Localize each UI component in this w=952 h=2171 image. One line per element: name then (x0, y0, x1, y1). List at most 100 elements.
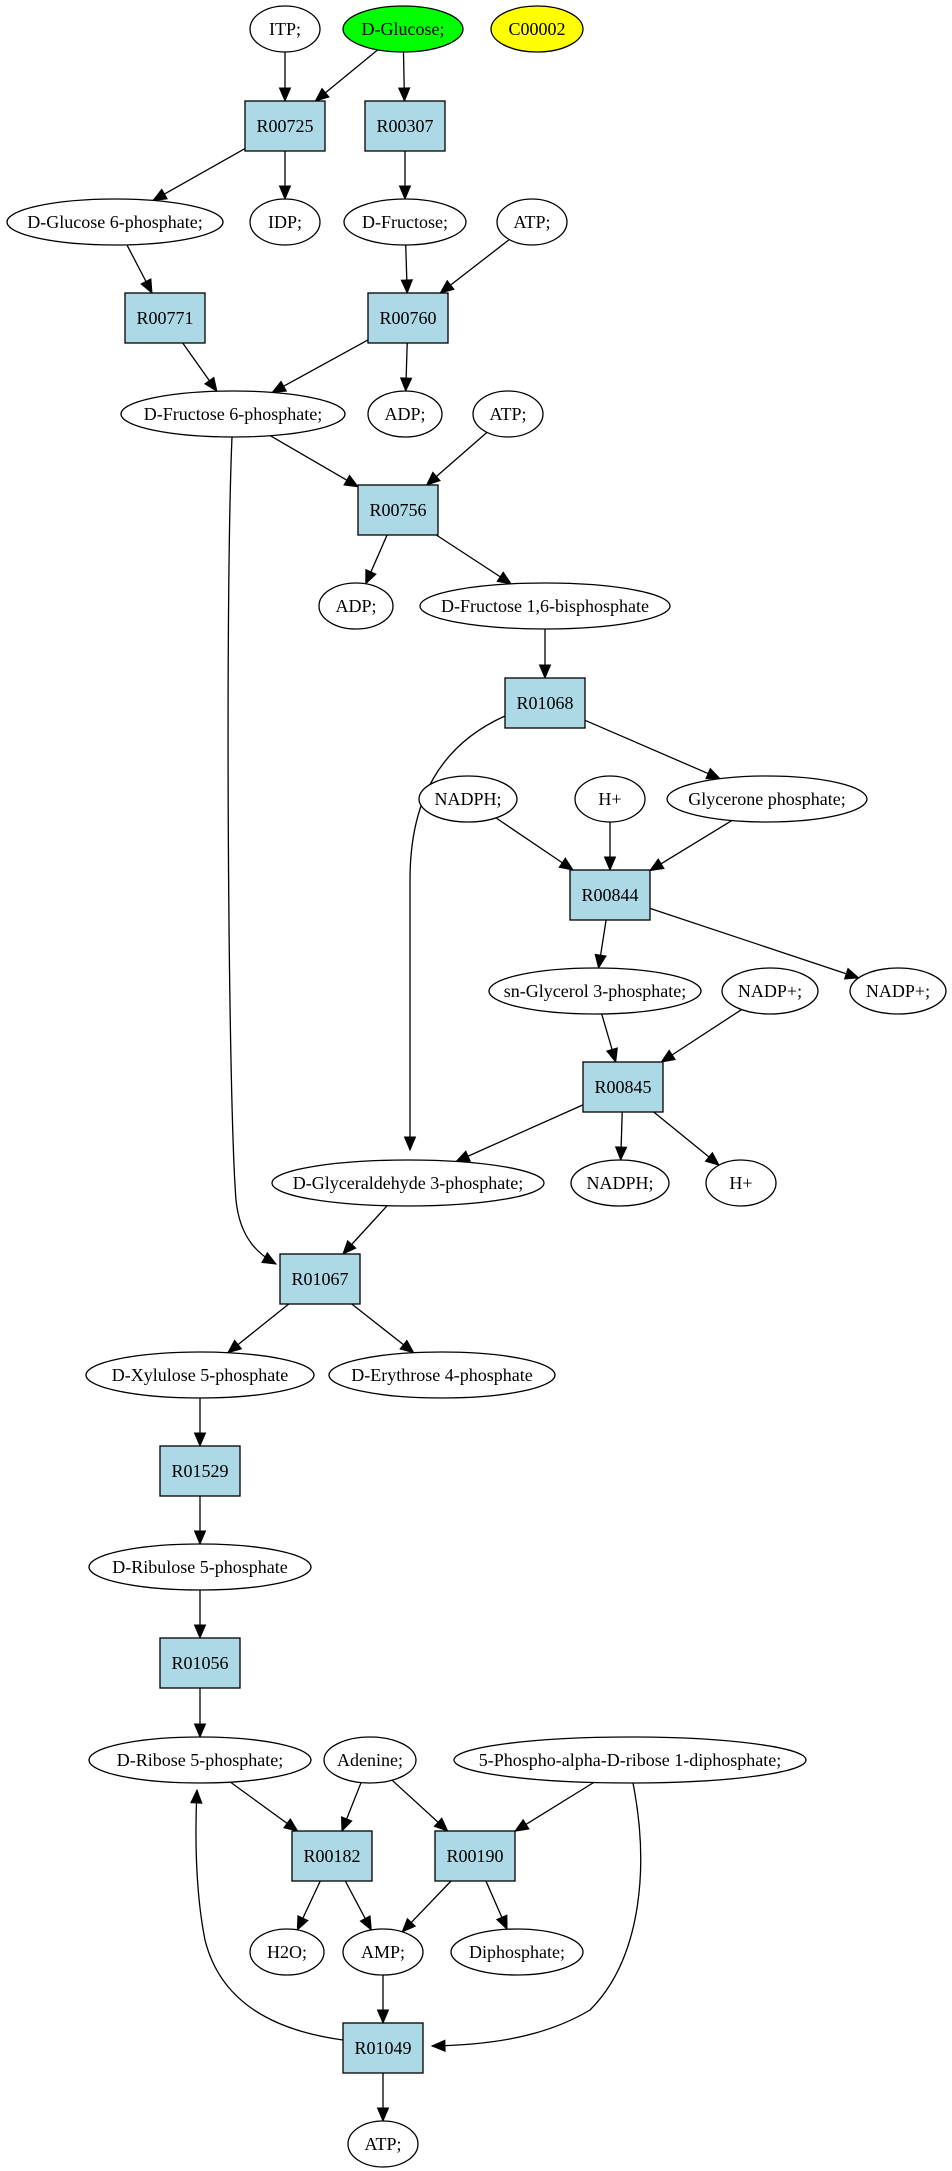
compound-ellipse (453, 1736, 807, 1784)
arrowhead (605, 1047, 618, 1064)
edge-line (649, 907, 859, 979)
arrowhead (343, 474, 360, 488)
compound-ellipse (342, 5, 464, 53)
reaction-label: R00725 (256, 116, 313, 136)
edge-r00844-to-g3p (594, 919, 607, 970)
compound-node-dhap: Glycerone phosphate; (666, 775, 868, 823)
arrowhead (399, 1339, 415, 1354)
edge-atp2-to-r00756 (425, 431, 488, 486)
compound-ellipse (249, 1928, 325, 1976)
arrowhead (558, 857, 575, 871)
compound-node-itp: ITP; (249, 5, 321, 53)
edge-line (409, 715, 506, 1150)
edge-r01067-to-x5p (226, 1303, 290, 1354)
compound-ellipse (88, 1543, 312, 1591)
edge-dhap-to-r00844 (648, 819, 733, 872)
compound-label: H+ (598, 789, 621, 809)
reaction-box (124, 292, 206, 344)
compound-ellipse (271, 1159, 545, 1207)
compound-ellipse (705, 1159, 777, 1207)
compound-label: ATP; (489, 404, 526, 424)
edge-line (227, 436, 277, 1265)
arrowhead (496, 571, 513, 585)
edge-glucose-to-r00307 (397, 51, 411, 103)
edge-line (195, 1789, 344, 2041)
edge-r01067-to-e4p (351, 1303, 415, 1354)
arrowhead (594, 953, 607, 970)
arrowhead (430, 2039, 446, 2052)
edge-r01068-to-dhap (584, 719, 722, 780)
reaction-box (244, 100, 326, 152)
reaction-node-r00756: R00756 (357, 484, 439, 536)
reaction-box (582, 1061, 664, 1113)
compound-node-diphosphate: Diphosphate; (450, 1928, 584, 1976)
arrowhead (433, 1817, 449, 1832)
compound-ellipse (574, 775, 646, 823)
arrowhead (376, 2107, 390, 2123)
edge-itp-to-r00725 (278, 52, 292, 103)
reaction-label: R00845 (594, 1077, 651, 1097)
edge-g6p-to-r00771 (126, 244, 153, 295)
compound-node-atp2: ATP; (472, 390, 544, 438)
reaction-label: R01068 (516, 693, 573, 713)
arrowhead (203, 376, 218, 393)
arrowhead (193, 1432, 207, 1448)
compound-ellipse (347, 2120, 419, 2168)
edge-line (660, 1008, 742, 1063)
compound-label: 5-Phospho-alpha-D-ribose 1-diphosphate; (479, 1750, 781, 1770)
arrowhead (283, 1818, 299, 1832)
edge-line (495, 817, 574, 871)
reaction-node-r00771: R00771 (124, 292, 206, 344)
reaction-node-r00725: R00725 (244, 100, 326, 152)
compound-ellipse (318, 582, 394, 630)
compound-node-adp2: ADP; (318, 582, 394, 630)
compound-node-idp: IDP; (249, 198, 321, 246)
edge-r00760-to-f6p (271, 339, 369, 394)
reaction-box (569, 869, 651, 921)
reaction-node-r00845: R00845 (582, 1061, 664, 1113)
edge-g3p-to-r00845 (601, 1013, 618, 1064)
edge-hplus1-to-r00844 (603, 822, 617, 872)
compound-ellipse (666, 775, 868, 823)
edge-x5p-to-r01529 (193, 1398, 207, 1448)
reaction-box (357, 484, 439, 536)
edge-atp1-to-r00760 (439, 239, 510, 294)
edge-line (649, 819, 733, 872)
edge-r00760-to-adp1 (399, 342, 413, 393)
arrowhead (648, 858, 665, 872)
reaction-box (504, 677, 586, 729)
reaction-label: R00844 (581, 885, 638, 905)
edge-line (230, 1781, 299, 1832)
compound-node-nadph1: NADPH; (418, 775, 518, 823)
compound-node-gap: D-Glyceraldehyde 3-phosphate; (271, 1159, 545, 1207)
reaction-node-r00182: R00182 (291, 1830, 373, 1882)
compound-node-g3p: sn-Glycerol 3-phosphate; (488, 967, 702, 1015)
edge-r00307-to-fructose (398, 151, 412, 201)
compound-label: D-Xylulose 5-phosphate (112, 1365, 288, 1385)
compound-ellipse (419, 582, 671, 630)
compound-ellipse (328, 1351, 556, 1399)
edges (126, 49, 860, 2123)
compound-node-atp3: ATP; (347, 2120, 419, 2168)
compound-label: NADPH; (434, 789, 501, 809)
reaction-box (434, 1830, 516, 1882)
edge-amp-to-r01049 (376, 1975, 390, 2025)
compound-node-e4p: D-Erythrose 4-phosphate (328, 1351, 556, 1399)
compound-node-amp: AMP; (342, 1928, 424, 1976)
compound-ellipse (343, 198, 467, 246)
edge-adenine-to-r00190 (391, 1779, 449, 1832)
compound-ellipse (342, 1928, 424, 1976)
compound-label: IDP; (268, 212, 302, 232)
arrowhead (495, 1914, 508, 1931)
compound-ellipse (85, 1351, 315, 1399)
compound-node-prpp: 5-Phospho-alpha-D-ribose 1-diphosphate; (453, 1736, 807, 1784)
arrowhead (278, 185, 292, 201)
reaction-box (364, 100, 446, 152)
arrowhead (398, 185, 412, 201)
compound-node-fructose: D-Fructose; (343, 198, 467, 246)
arrowhead (538, 664, 552, 680)
reaction-label: R00771 (136, 308, 193, 328)
arrowhead (397, 87, 411, 103)
